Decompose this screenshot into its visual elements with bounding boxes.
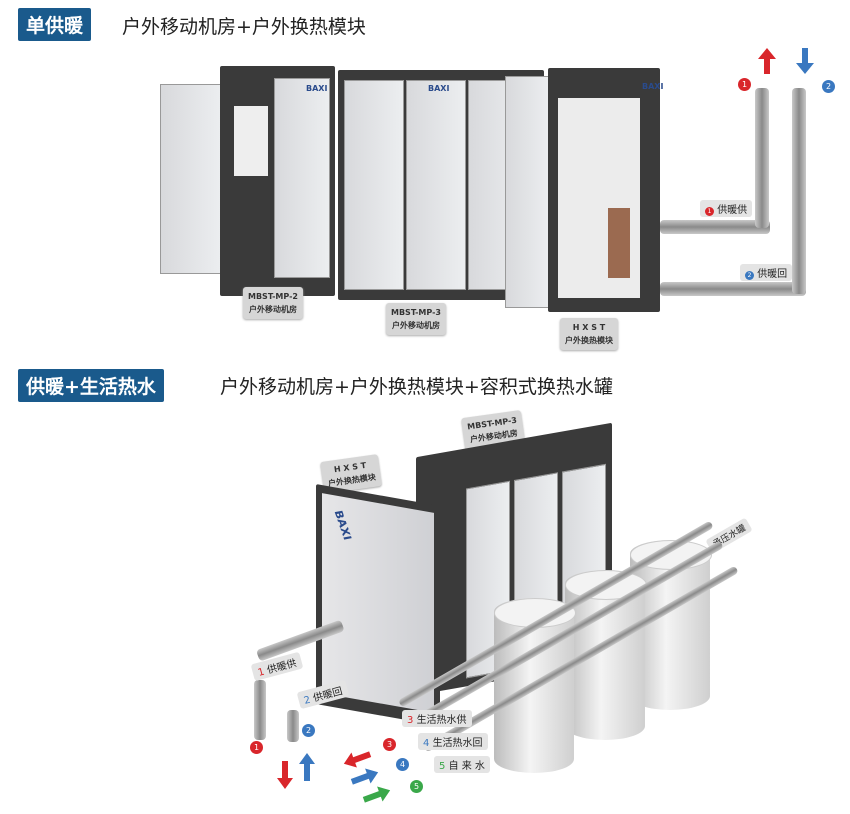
marker-3: 3 [383, 738, 396, 751]
open-door [160, 84, 222, 274]
arrow-right-green-icon [358, 776, 396, 814]
brand-logo: BAXI [306, 84, 328, 93]
heating-supply-riser [254, 680, 266, 740]
section-title-heating-hotwater: 户外移动机房+户外换热模块+容积式换热水罐 [220, 376, 613, 398]
arrow-right-icon [346, 758, 384, 796]
boiler-unit [234, 106, 268, 176]
arrow-down-icon [790, 46, 820, 76]
arrow-up-icon [752, 46, 782, 76]
heating-return-riser [287, 710, 299, 742]
supply-riser [755, 88, 769, 228]
plate-heat-exchanger [608, 208, 630, 278]
marker-2: 2 [822, 80, 835, 93]
supply-pipe [660, 220, 770, 234]
return-pipe [660, 282, 806, 296]
cabinet-door [344, 80, 404, 290]
hxst-module: BAXI [548, 68, 664, 312]
marker-2: 2 [302, 724, 315, 737]
brand-logo: BAXI [428, 84, 450, 93]
cabinet-mp2: BAXI [220, 66, 335, 296]
marker-1: 1 [738, 78, 751, 91]
label-tap-water: 5 自 来 水 [434, 756, 490, 773]
cabinet-door [406, 80, 466, 290]
label-dhw-return: 4 生活热水回 [418, 733, 488, 750]
pipe-label-supply: 1 供暖供 [700, 200, 753, 217]
brand-logo: BAXI [642, 82, 664, 91]
marker-5: 5 [410, 780, 423, 793]
marker-1: 1 [250, 741, 263, 754]
cabinet-door [274, 78, 330, 278]
section-badge-heating-hotwater: 供暖+生活热水 [18, 369, 164, 402]
arrow-left-icon [338, 740, 376, 778]
section-title-heating: 户外移动机房+户外换热模块 [122, 16, 366, 38]
marker-4: 4 [396, 758, 409, 771]
pipe-label-return: 2 供暖回 [740, 264, 793, 281]
arrow-down-icon [270, 760, 300, 790]
section-badge-heating: 单供暖 [18, 8, 92, 41]
arrow-up-icon [292, 752, 322, 782]
label-dhw-supply: 3 生活热水供 [402, 710, 472, 727]
return-riser [792, 88, 806, 294]
open-door [505, 76, 550, 308]
